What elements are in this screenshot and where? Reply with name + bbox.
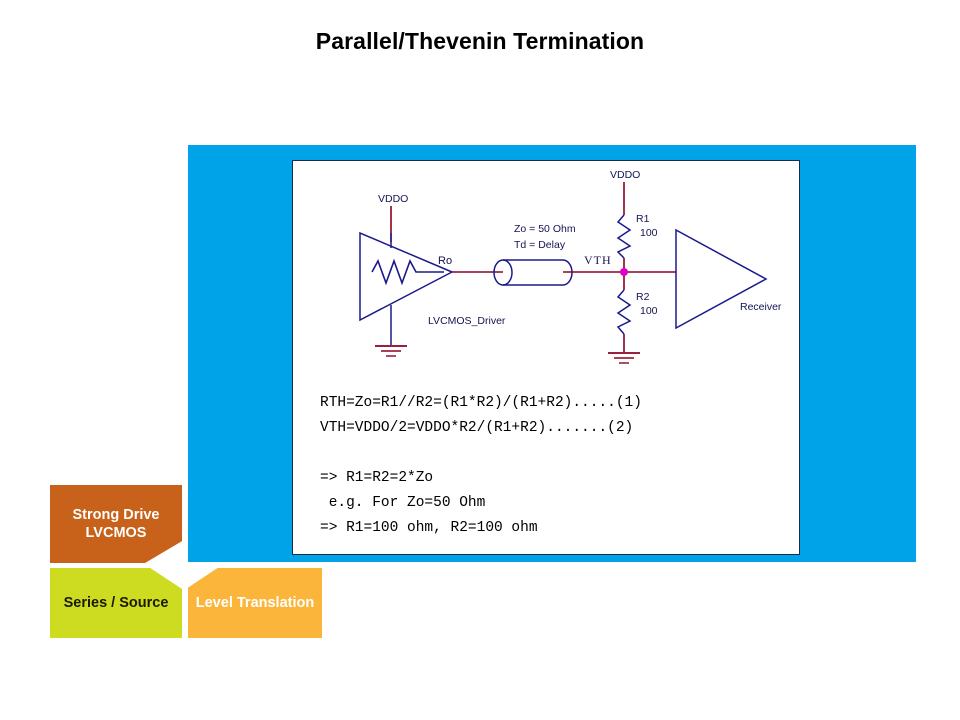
nav-tile-strong-drive-lvcmos[interactable]: Strong Drive LVCMOS [50, 485, 182, 563]
term-vddo-label: VDDO [610, 169, 640, 181]
receiver-triangle [675, 228, 768, 330]
formula-line-1: RTH=Zo=R1//R2=(R1*R2)/(R1+R2).....(1) [320, 395, 642, 411]
vth-node-label: VTH [584, 253, 612, 267]
formula-block: RTH=Zo=R1//R2=(R1*R2)/(R1+R2).....(1) VT… [320, 396, 790, 546]
tline-impedance-label: Zo = 50 Ohm [514, 223, 576, 235]
formula-line-4: => R1=R2=2*Zo [320, 470, 434, 486]
ro-resistor-zigzag [371, 258, 444, 286]
driver-vddo-label: VDDO [378, 193, 408, 205]
page-title: Parallel/Thevenin Termination [315, 28, 645, 54]
nav-tile-series-source[interactable]: Series / Source [50, 568, 182, 638]
r2-resistor-zigzag [616, 289, 632, 335]
r2-name-label: R2 [636, 291, 650, 303]
r1-name-label: R1 [636, 213, 650, 225]
circuit-diagram: VDDO Ro LVCMOS_Driver Zo = 50 Ohm Td = D… [359, 169, 782, 364]
formula-line-2: VTH=VDDO/2=VDDO*R2/(R1+R2).......(2) [320, 420, 634, 436]
nav-tile-series-source-label: Series / Source [63, 594, 169, 611]
tline-left-cap [493, 259, 513, 286]
nav-tile-strong-drive-line2: LVCMOS [85, 525, 147, 541]
formula-line-6: => R1=100 ohm, R2=100 ohm [320, 520, 538, 536]
r1-value-label: 100 [640, 227, 658, 239]
formula-line-3 [320, 446, 790, 471]
ro-label: Ro [438, 255, 452, 267]
receiver-name-label: Receiver [740, 301, 782, 313]
r1-resistor-zigzag [616, 214, 632, 259]
vth-junction-dot [620, 268, 628, 276]
tline-delay-label: Td = Delay [514, 239, 566, 251]
driver-triangle [359, 231, 454, 322]
nav-tile-strong-drive-label: Strong Drive LVCMOS [72, 506, 159, 542]
nav-tile-level-translation-label: Level Translation [195, 594, 315, 611]
r2-value-label: 100 [640, 305, 658, 317]
nav-tile-level-translation[interactable]: Level Translation [188, 568, 322, 638]
driver-name-label: LVCMOS_Driver [428, 315, 506, 327]
formula-line-5: e.g. For Zo=50 Ohm [320, 495, 486, 511]
nav-tile-strong-drive-line1: Strong Drive [72, 506, 160, 523]
diagram-card [292, 160, 800, 555]
